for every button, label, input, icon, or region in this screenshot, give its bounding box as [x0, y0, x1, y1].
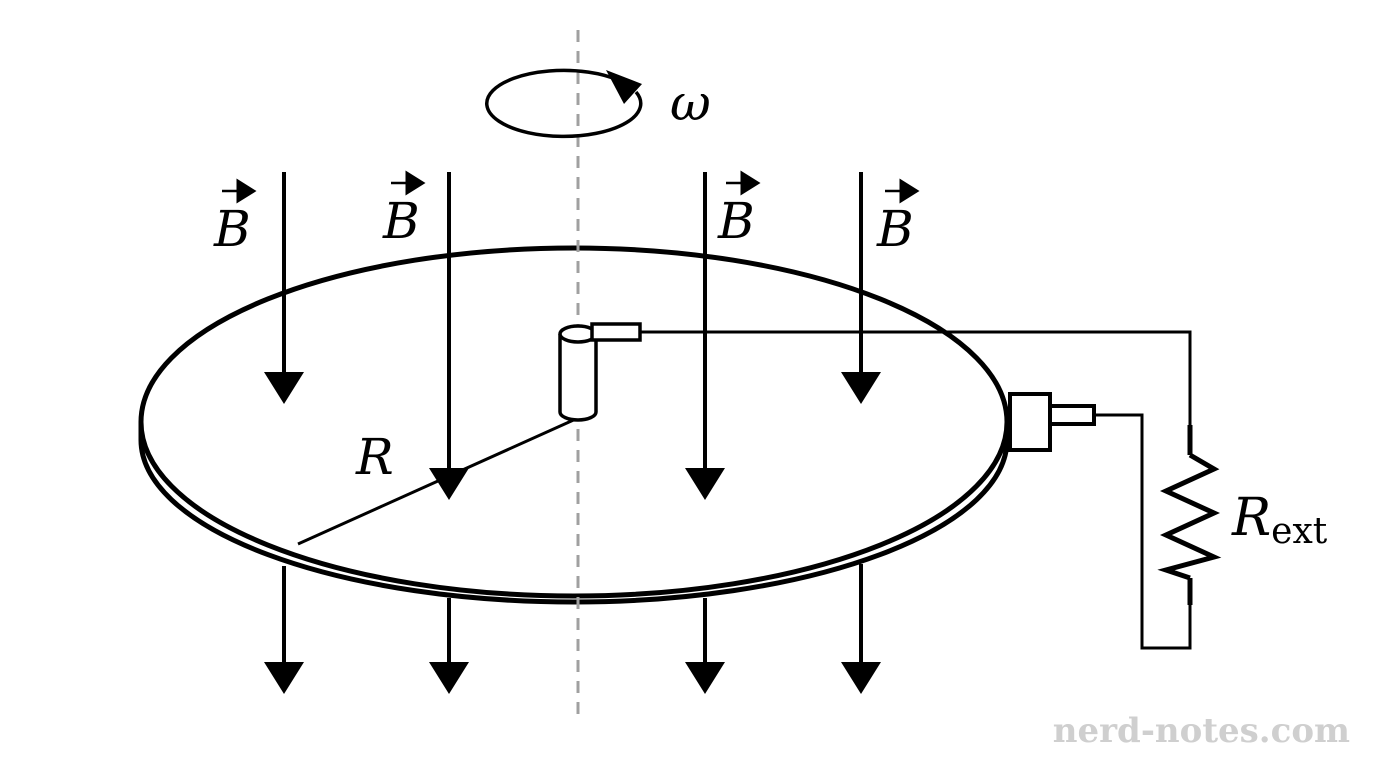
resistor-label: Rext [1231, 488, 1328, 552]
svg-text:B: B [382, 192, 420, 250]
disk-top-face [138, 245, 1010, 599]
resistor-label-sub: ext [1271, 511, 1328, 552]
radius-label: R [355, 428, 394, 486]
resistor-label-main: R [1231, 488, 1271, 548]
rim-contact [1008, 392, 1096, 452]
field-lines-over-disk [264, 248, 881, 500]
wire-from-axle [640, 330, 1192, 425]
external-resistor [1157, 425, 1222, 605]
radius-line [297, 416, 579, 546]
wire-from-rim [1094, 413, 1192, 650]
watermark: nerd-notes.com [1053, 711, 1350, 751]
rotating-disk [138, 245, 1010, 605]
svg-text:B: B [213, 200, 251, 258]
field-label-3: B [717, 170, 761, 250]
field-label-2: B [382, 170, 426, 250]
rotation-arrow [485, 68, 643, 139]
svg-text:B: B [717, 192, 755, 250]
field-label-4: B [876, 178, 920, 258]
svg-text:B: B [876, 200, 914, 258]
omega-label: ω [670, 74, 711, 132]
field-lines-bottom [264, 564, 881, 694]
field-label-1: B [213, 178, 257, 258]
circuit-wires [640, 330, 1192, 650]
